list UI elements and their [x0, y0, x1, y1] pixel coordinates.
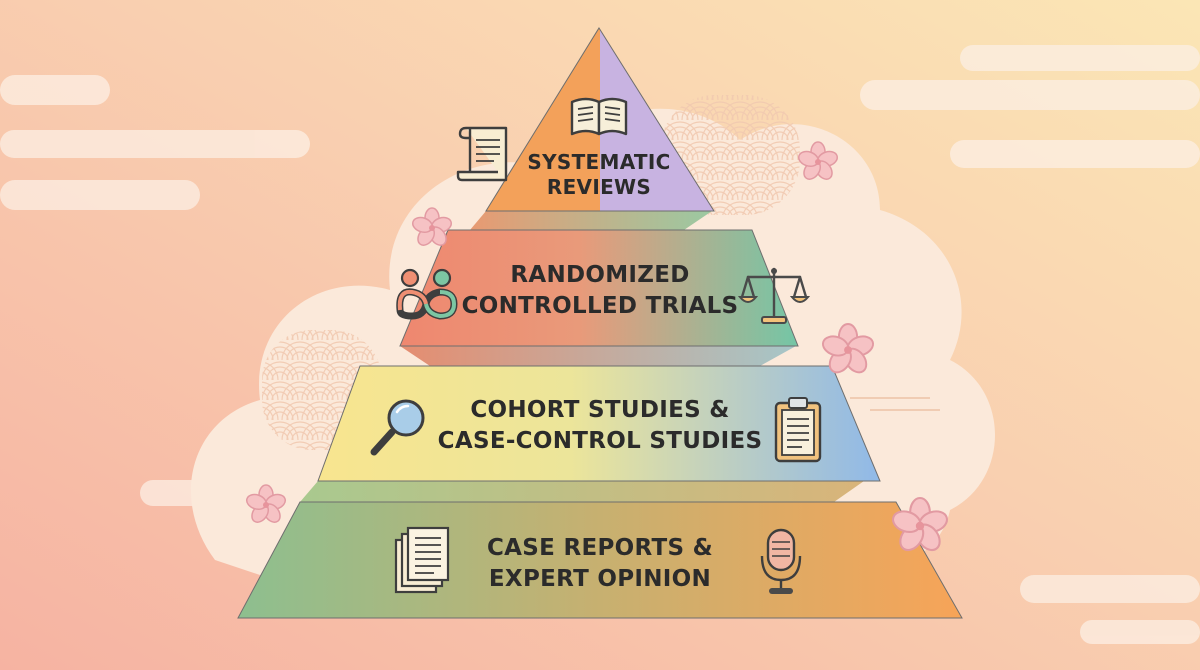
open-book-icon [570, 97, 628, 136]
magnifier-icon [370, 399, 425, 456]
tier-2-line-1: RANDOMIZED [510, 262, 689, 288]
tier-4-line-1: CASE REPORTS & [487, 535, 713, 561]
scroll-icon [456, 126, 508, 182]
tier-connectors [300, 211, 864, 502]
microphone-icon [760, 528, 802, 594]
balance-scale-icon [737, 267, 811, 324]
linked-people-icon [396, 268, 458, 320]
document-stack-icon [394, 526, 450, 594]
tier-1-line-1: SYSTEMATIC [527, 150, 670, 174]
tier-3-line-2: CASE-CONTROL STUDIES [438, 428, 763, 454]
tier-case-reports-expert-opinion: CASE REPORTS & EXPERT OPINION [237, 501, 963, 619]
tier-4-line-2: EXPERT OPINION [489, 566, 711, 592]
tier-randomized-controlled-trials: RANDOMIZED CONTROLLED TRIALS [399, 229, 799, 347]
tier-cohort-case-control-studies: COHORT STUDIES & CASE-CONTROL STUDIES [317, 365, 881, 482]
tier-1-line-2: REVIEWS [547, 175, 651, 199]
tier-2-line-2: CONTROLLED TRIALS [462, 293, 739, 319]
clipboard-icon [774, 397, 822, 463]
tier-3-line-1: COHORT STUDIES & [470, 397, 729, 423]
